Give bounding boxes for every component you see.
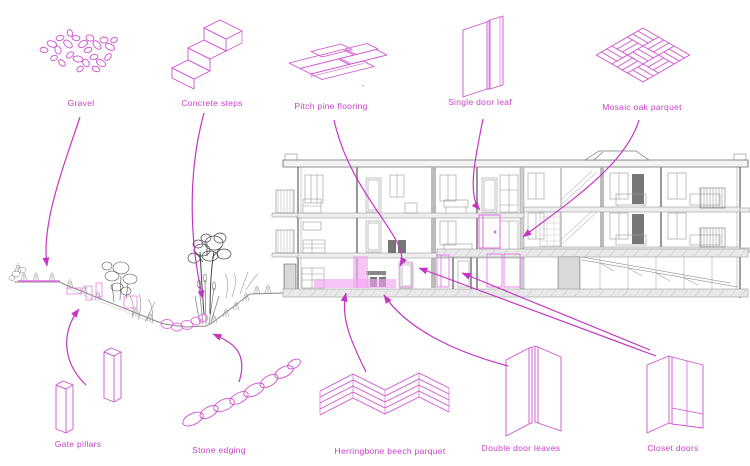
- arrow-closet-doors-1: [461, 272, 651, 351]
- label-closet-doors: Closet doors: [647, 443, 699, 453]
- right-grass: [224, 271, 259, 299]
- roof-bump: [583, 150, 651, 161]
- highlight-double-door-left: [486, 253, 503, 288]
- callout-arrows: [42, 112, 657, 386]
- stone-edging-icon: [182, 358, 301, 427]
- roof-bracket-right: [733, 153, 747, 161]
- arrow-double-door-leaves: [383, 294, 509, 367]
- balcony-railing: [275, 229, 295, 254]
- label-concrete-steps: Concrete steps: [181, 98, 243, 108]
- arrow-single-door-leaf: [471, 118, 484, 211]
- highlight-pillar-1: [85, 285, 93, 301]
- arrow-pitch-pine-flooring: [333, 119, 407, 267]
- balcony-screen: [699, 187, 726, 209]
- label-single-door-leaf: Single door leaf: [448, 97, 512, 107]
- concrete-steps-icon: [171, 19, 243, 90]
- left-scrub: [8, 266, 27, 281]
- mosaic-oak-parquet-icon: [596, 28, 689, 82]
- garden-section-drawing: [8, 232, 284, 328]
- grass-tufts: [14, 263, 272, 324]
- single-door-leaf-icon: [462, 15, 504, 98]
- highlight-edge-1: [66, 287, 82, 295]
- label-double-door-leaves: Double door leaves: [481, 443, 561, 453]
- label-pitch-pine-flooring: Pitch pine flooring: [294, 101, 368, 111]
- label-gate-pillars: Gate pillars: [54, 439, 102, 449]
- double-door-leaves-icon: [505, 345, 562, 437]
- arrow-stone-edging: [212, 333, 243, 383]
- herringbone-beech-parquet-icon: [319, 372, 450, 416]
- highlight-single-door: [478, 214, 501, 249]
- highlight-stone: [180, 320, 194, 330]
- highlight-door-strip: [436, 254, 450, 288]
- label-stone-edging: Stone edging: [192, 445, 246, 455]
- highlight-frame: [398, 261, 413, 288]
- roof-bracket-left: [284, 153, 298, 161]
- porch-screen: [283, 263, 297, 291]
- bush: [101, 261, 138, 303]
- closet-doors-icon: [646, 355, 704, 434]
- highlight-edge-2: [123, 295, 138, 309]
- balcony-railing: [275, 189, 295, 214]
- tree: [187, 232, 232, 315]
- arrow-gate-pillars: [66, 308, 87, 386]
- arrow-gravel: [42, 116, 81, 267]
- garage-ramp: [581, 256, 739, 289]
- terrain-line: [14, 281, 284, 328]
- highlight-stone: [198, 314, 208, 322]
- reeds: [194, 279, 220, 325]
- arrow-closet-doors-2: [418, 267, 657, 357]
- highlight-stone: [171, 322, 183, 332]
- highlight-double-door-right: [503, 253, 521, 288]
- balcony-screen: [699, 227, 726, 248]
- gravel-icon: [39, 29, 118, 73]
- highlight-pillar-2: [95, 282, 103, 298]
- label-mosaic-oak-parquet: Mosaic oak parquet: [602, 102, 682, 112]
- highlight-wall-strip: [353, 256, 368, 288]
- building-section-drawing: [271, 150, 750, 298]
- label-herringbone-beech-parquet: Herringbone beech parquet: [334, 446, 446, 456]
- material-highlights: [18, 214, 521, 332]
- arrow-mosaic-oak-parquet: [522, 119, 640, 238]
- pitch-pine-flooring-icon: [288, 43, 388, 87]
- label-gravel: Gravel: [67, 98, 95, 108]
- arrow-herringbone-beech-parquet: [340, 292, 367, 373]
- gate-pillars-icon: [55, 347, 122, 434]
- tall-grass: [129, 293, 156, 324]
- arrow-concrete-steps: [191, 112, 205, 300]
- roof-slab: [282, 159, 749, 168]
